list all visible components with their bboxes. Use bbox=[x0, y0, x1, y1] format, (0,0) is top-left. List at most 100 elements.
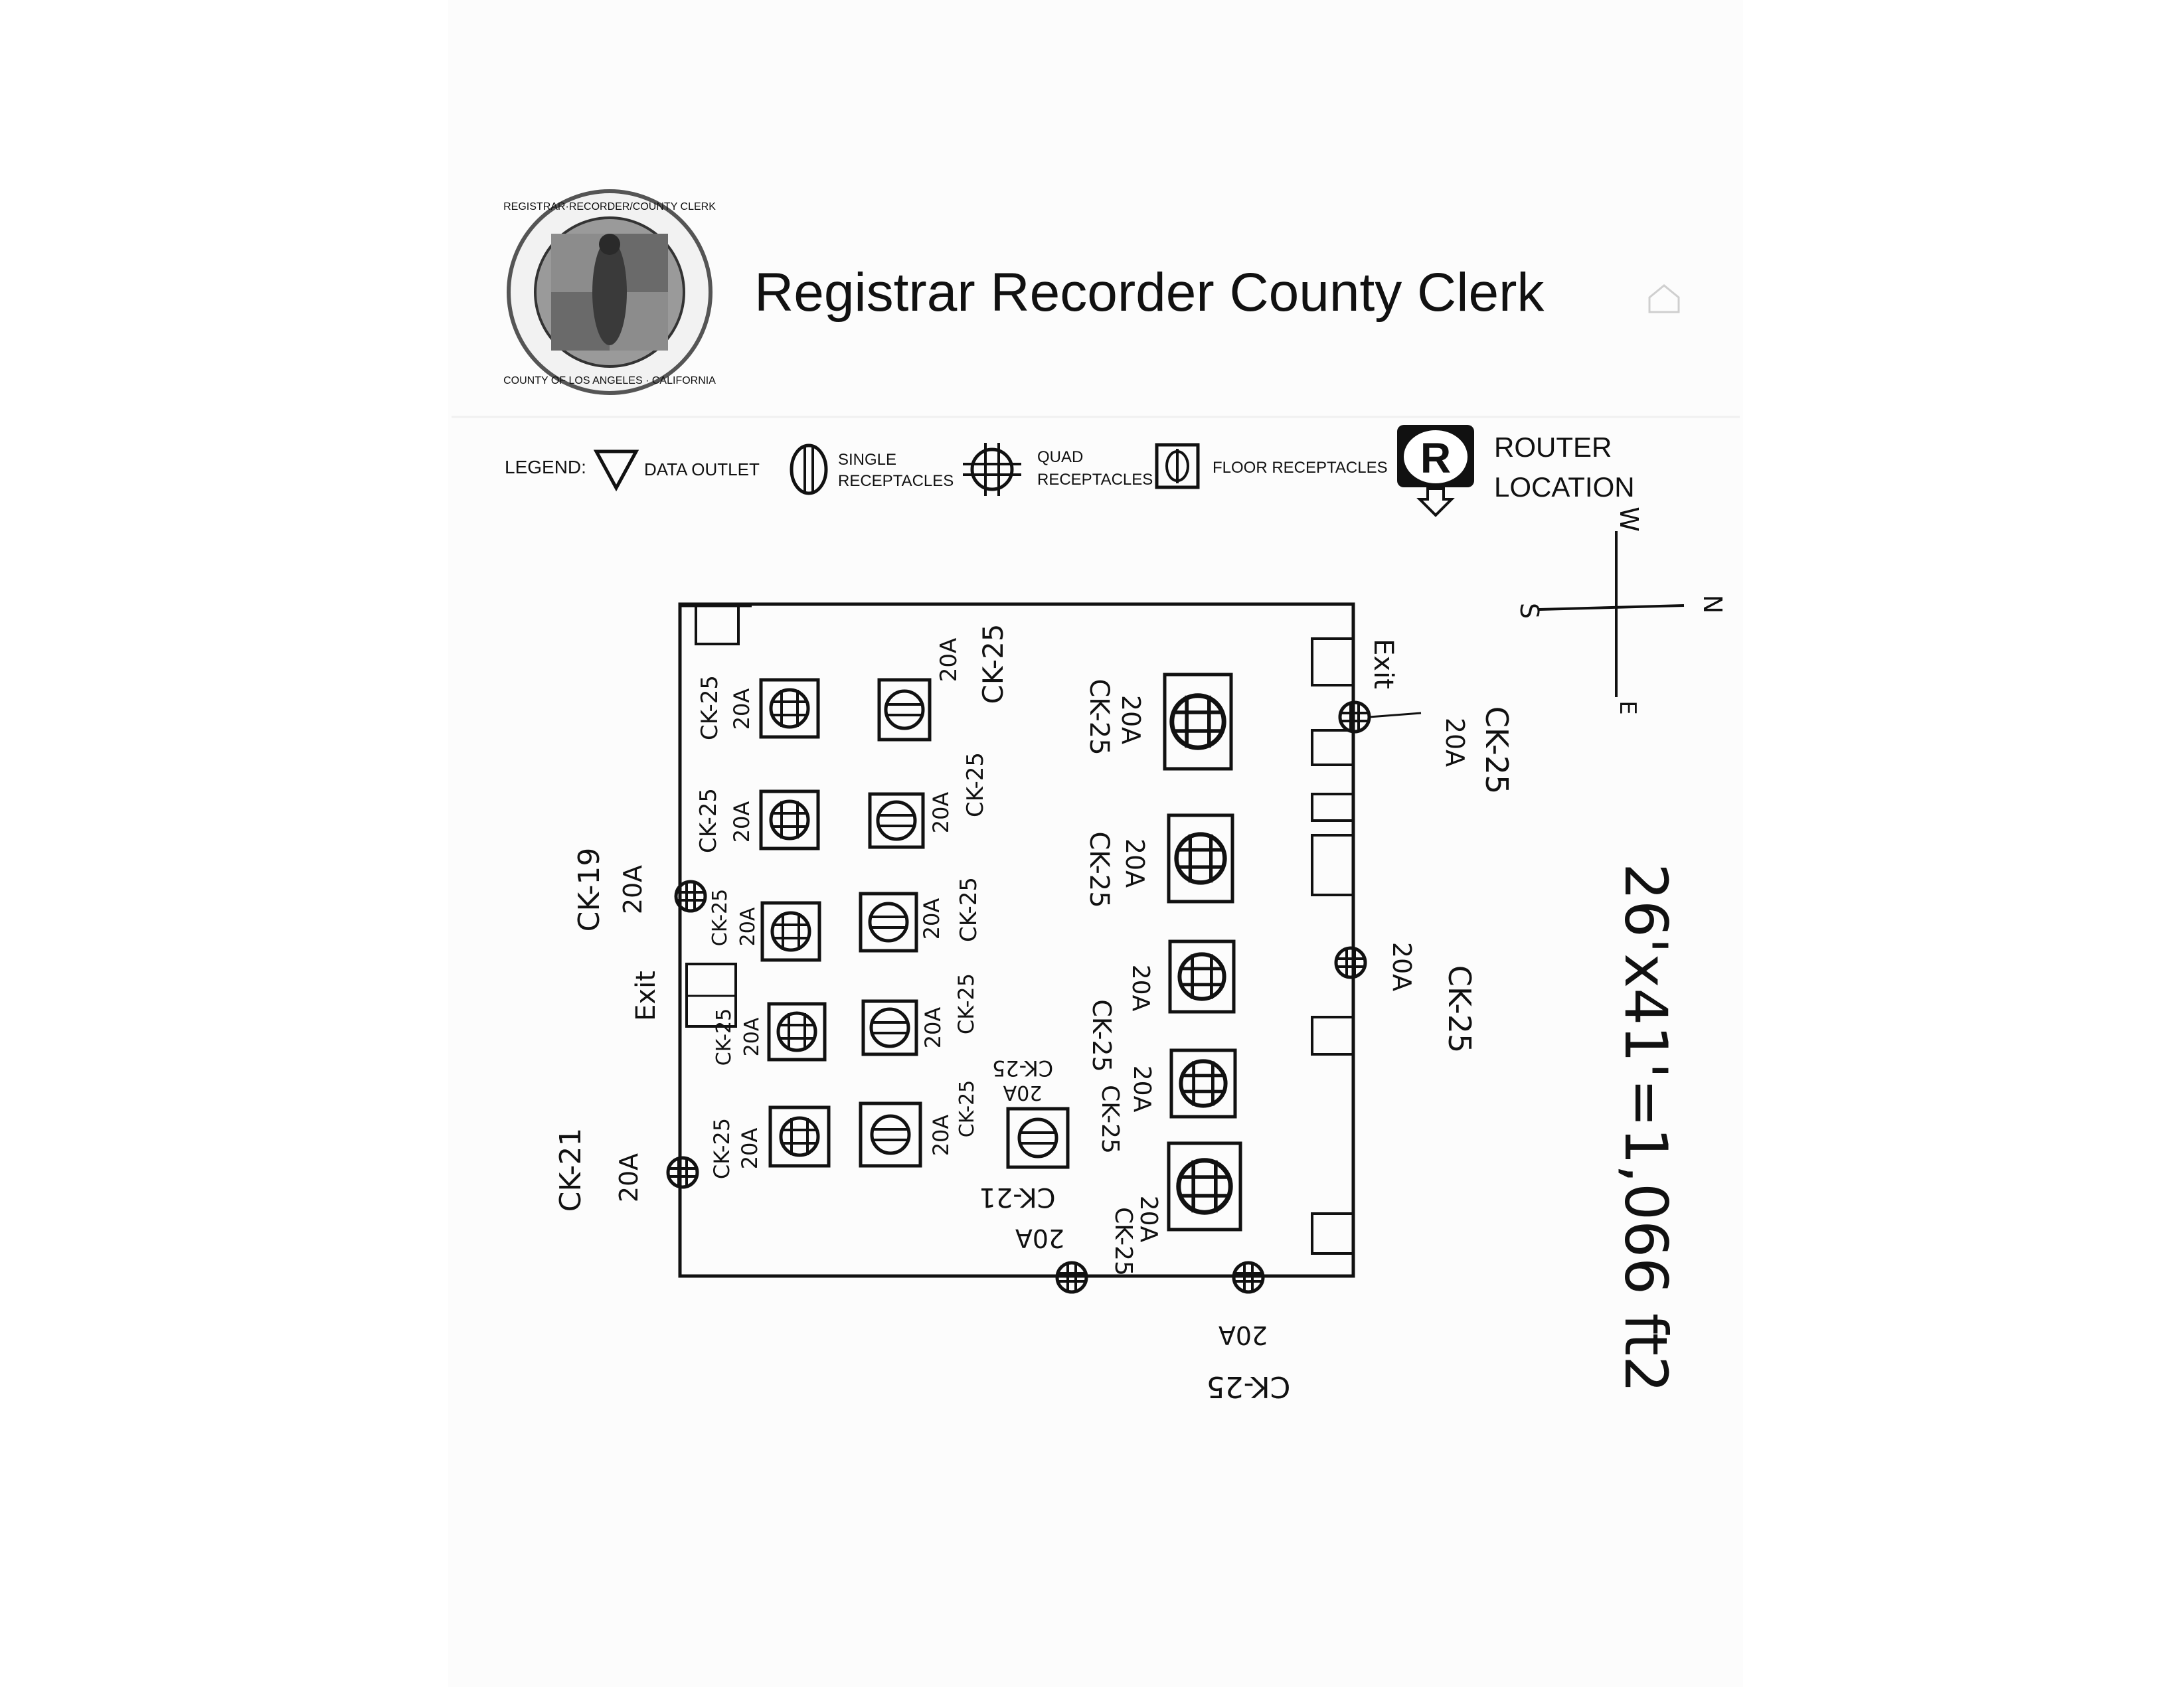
circuit-label: CK-25 bbox=[1084, 679, 1114, 755]
floor-box-quad bbox=[768, 1105, 831, 1168]
outside-labels: CK-19 20A CK-21 20A CK-25 CK-25 20A CK-2… bbox=[554, 623, 1515, 1404]
router-location-icon: R bbox=[1397, 425, 1474, 517]
legend-floor: FLOOR RECEPTACLES bbox=[1213, 459, 1388, 477]
amp-label: 20A bbox=[729, 801, 754, 843]
room-outline bbox=[678, 602, 1355, 1278]
amp-label: 20A bbox=[928, 1115, 954, 1157]
circuit-label: CK-19 bbox=[572, 848, 606, 932]
column-2-labels: 20A 20A CK-25 20A CK-25 20A CK-25 20A CK… bbox=[919, 638, 1064, 1253]
circuit-label: CK-25 bbox=[1084, 831, 1114, 908]
circuit-label: CK-25 bbox=[709, 1118, 734, 1179]
circuit-label: CK-25 bbox=[1442, 965, 1477, 1054]
floor-box-single bbox=[1006, 1107, 1070, 1169]
floor-box-quad bbox=[760, 901, 821, 962]
circuit-label: CK-25 bbox=[954, 973, 979, 1034]
column-1-labels: CK-25 20A CK-25 20A CK-25 20A CK-25 20A … bbox=[695, 675, 764, 1179]
amp-label: 20A bbox=[1218, 1321, 1268, 1350]
west-exit-door bbox=[685, 963, 737, 1028]
column-3-labels: CK-25 20A CK-25 20A CK-25 20A CK-25 20A … bbox=[1084, 679, 1162, 1276]
floor-box-quad bbox=[1168, 939, 1236, 1014]
circuit-label: CK-25 bbox=[1096, 1085, 1124, 1154]
legend-single-1: SINGLE bbox=[838, 451, 896, 469]
floor-box-single bbox=[877, 678, 932, 742]
floor-box-quad bbox=[759, 678, 820, 739]
county-seal: REGISTRAR·RECORDER/COUNTY CLERK COUNTY O… bbox=[503, 189, 716, 395]
amp-label: 20A bbox=[1387, 942, 1416, 991]
quad-receptacle-icon bbox=[963, 443, 1021, 496]
legend-quad-1: QUAD bbox=[1037, 448, 1083, 466]
circuit-label: CK-25 bbox=[695, 788, 722, 853]
amp-label: 20A bbox=[1116, 695, 1145, 744]
amp-label: 20A bbox=[740, 1017, 764, 1056]
single-receptacle-icon bbox=[790, 443, 828, 495]
circuit-label: CK-25 bbox=[1110, 1207, 1137, 1276]
floor-box-quad bbox=[767, 1002, 827, 1062]
floor-box-quad bbox=[1167, 813, 1234, 904]
circuit-label: CK-25 bbox=[1207, 1370, 1291, 1404]
legend-quad-2: RECEPTACLES bbox=[1037, 471, 1153, 489]
floor-box-single bbox=[859, 1101, 922, 1168]
floor-box-column-2 bbox=[859, 678, 1070, 1169]
circuit-label: CK-25 bbox=[956, 1080, 979, 1137]
circuit-label: CK-25 bbox=[713, 1008, 736, 1066]
wall-receptacle bbox=[668, 1158, 697, 1187]
compass: W S N E bbox=[1515, 507, 1727, 715]
circuit-label: CK-25 bbox=[992, 1056, 1053, 1081]
wall-receptacles bbox=[668, 702, 1422, 1292]
circuit-label: CK-25 bbox=[1087, 999, 1116, 1072]
circuit-label: CK-25 bbox=[1479, 706, 1515, 795]
circuit-label: CK-25 bbox=[697, 675, 723, 740]
west-exit-label: Exit bbox=[631, 971, 661, 1021]
home-icon bbox=[1648, 284, 1680, 313]
amp-label: 20A bbox=[919, 898, 944, 940]
legend-label: LEGEND: bbox=[505, 457, 586, 477]
circuit-label: CK-21 bbox=[979, 1182, 1055, 1212]
floor-box-single bbox=[861, 999, 918, 1056]
seal-lettering: REGISTRAR·RECORDER/COUNTY CLERK bbox=[503, 201, 716, 212]
amp-label: 20A bbox=[618, 865, 647, 914]
amp-label: 20A bbox=[928, 792, 954, 834]
floor-box-quad bbox=[759, 789, 820, 850]
page-title: Registrar Recorder County Clerk bbox=[754, 262, 1545, 323]
amp-label: 20A bbox=[936, 638, 962, 683]
floor-receptacle-icon bbox=[1155, 443, 1200, 489]
amp-label: 20A bbox=[737, 1128, 762, 1170]
amp-label: 20A bbox=[1015, 1224, 1064, 1253]
legend-single-2: RECEPTACLES bbox=[838, 472, 954, 490]
floor-box-quad bbox=[1163, 673, 1233, 771]
svg-text:COUNTY OF LOS ANGELES · CALIFO: COUNTY OF LOS ANGELES · CALIFORNIA bbox=[503, 375, 716, 386]
wall-receptacle bbox=[1336, 948, 1365, 977]
data-outlet-icon bbox=[593, 449, 639, 492]
legend-data-outlet: DATA OUTLET bbox=[644, 459, 760, 479]
floor-box-single bbox=[859, 892, 918, 953]
amp-label: 20A bbox=[729, 688, 754, 730]
floor-box-column-1 bbox=[759, 678, 831, 1168]
room-dimensions: 26'x41'=1,066 ft2 bbox=[1612, 863, 1680, 1393]
floor-box-single bbox=[868, 792, 925, 849]
amp-label: 20A bbox=[1135, 1196, 1162, 1243]
compass-w: W bbox=[1614, 507, 1643, 532]
circuit-label: CK-25 bbox=[956, 877, 982, 942]
circuit-label: CK-21 bbox=[554, 1128, 588, 1212]
floor-box-quad bbox=[1169, 1048, 1237, 1119]
floor-box-quad bbox=[1167, 1141, 1242, 1232]
compass-s: S bbox=[1515, 603, 1544, 619]
east-exit-label: Exit bbox=[1368, 639, 1398, 689]
circuit-label: CK-25 bbox=[977, 623, 1009, 704]
amp-label: 20A bbox=[920, 1007, 946, 1049]
circuit-label: CK-25 bbox=[709, 889, 732, 946]
amp-label: 20A bbox=[1127, 965, 1154, 1012]
amp-label: 20A bbox=[1440, 718, 1470, 767]
router-letter: R bbox=[1420, 434, 1451, 482]
wall-box bbox=[695, 604, 740, 645]
amp-label: 20A bbox=[736, 907, 760, 946]
east-wall-boxes bbox=[1311, 637, 1355, 1255]
compass-e: E bbox=[1614, 700, 1641, 714]
legend-router-1: ROUTER bbox=[1494, 432, 1612, 463]
amp-label: 20A bbox=[1120, 839, 1149, 888]
floor-box-column-3 bbox=[1163, 673, 1242, 1232]
circuit-label: CK-25 bbox=[962, 752, 989, 817]
amp-label: 20A bbox=[1003, 1081, 1042, 1104]
